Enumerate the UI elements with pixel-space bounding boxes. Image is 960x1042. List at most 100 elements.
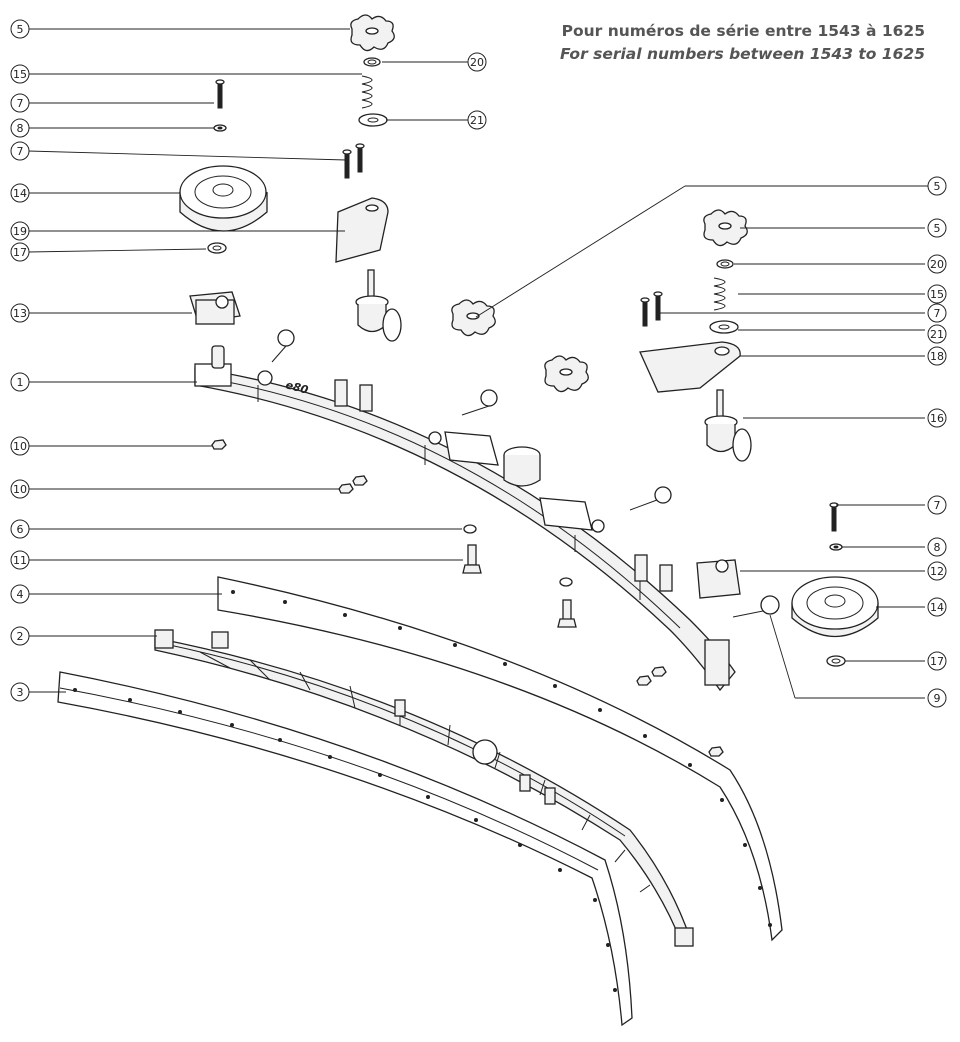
callout-circle: [10, 372, 30, 392]
callout-circle: [10, 64, 30, 84]
callout-circle: [467, 110, 487, 130]
part-4-rear-blade: [217, 576, 783, 942]
callout-20-21: 20: [927, 254, 947, 274]
callout-label: 5: [934, 222, 941, 235]
callout-circle: [927, 651, 947, 671]
callout-label: 17: [13, 246, 27, 259]
casters: [355, 269, 752, 462]
callout-label: 8: [17, 122, 24, 135]
part-3-front-blade: [57, 671, 633, 1027]
callout-circle: [10, 19, 30, 39]
callout-label: 5: [934, 180, 941, 193]
callout-circle: [10, 242, 30, 262]
callout-5-0: 5: [10, 19, 30, 39]
callout-circle: [10, 584, 30, 604]
callout-circle: [10, 436, 30, 456]
callout-5-19: 5: [927, 176, 947, 196]
callout-circle: [10, 183, 30, 203]
callout-circle: [927, 176, 947, 196]
callouts: 5 15 7 8 7 14 19 17 13 1 10 10 6 11 4 2 3 20 21 5 5 20 15 7 21 18…: [10, 19, 947, 708]
callout-20-17: 20: [467, 52, 487, 72]
callout-label: 7: [934, 499, 941, 512]
callout-label: 3: [17, 686, 24, 699]
title-french: Pour numéros de série entre 1543 à 1625: [561, 22, 925, 40]
callout-9-32: 9: [927, 688, 947, 708]
callout-circle: [927, 688, 947, 708]
callout-2-15: 2: [10, 626, 30, 646]
callout-circle: [10, 550, 30, 570]
callout-label: 10: [13, 483, 27, 496]
part-2-frame: [154, 629, 694, 947]
callout-label: 17: [930, 655, 944, 668]
callout-label: 21: [470, 114, 484, 127]
callout-label: 16: [930, 412, 944, 425]
callout-7-23: 7: [927, 303, 947, 323]
callout-7-27: 7: [927, 495, 947, 515]
callout-circle: [467, 52, 487, 72]
callout-11-13: 11: [10, 550, 30, 570]
callout-label: 18: [930, 350, 944, 363]
callout-label: 20: [470, 56, 484, 69]
callout-12-29: 12: [927, 561, 947, 581]
callout-circle: [10, 519, 30, 539]
callout-circle: [927, 495, 947, 515]
callout-circle: [927, 218, 947, 238]
callout-7-2: 7: [10, 93, 30, 113]
callout-label: 12: [930, 565, 944, 578]
title-english: For serial numbers between 1543 to 1625: [560, 45, 925, 63]
callout-label: 11: [13, 554, 27, 567]
callout-label: 2: [17, 630, 24, 643]
callout-label: 20: [930, 258, 944, 271]
callout-circle: [927, 597, 947, 617]
callout-18-25: 18: [927, 346, 947, 366]
knobs: [350, 14, 748, 393]
callout-label: 7: [17, 97, 24, 110]
callout-14-30: 14: [927, 597, 947, 617]
callout-circle: [927, 284, 947, 304]
callout-circle: [927, 537, 947, 557]
wheels: [179, 165, 879, 637]
callout-6-12: 6: [10, 519, 30, 539]
callout-circle: [10, 93, 30, 113]
bolts: [215, 79, 839, 532]
callout-10-11: 10: [10, 479, 30, 499]
callout-label: 4: [17, 588, 24, 601]
callout-label: 19: [13, 225, 27, 238]
callout-10-10: 10: [10, 436, 30, 456]
callout-17-7: 17: [10, 242, 30, 262]
callout-13-8: 13: [10, 303, 30, 323]
callout-label: 8: [934, 541, 941, 554]
part-1-main-body: e80: [194, 345, 736, 692]
callout-circle: [10, 626, 30, 646]
nuts-and-bolts: [211, 439, 724, 757]
callout-21-24: 21: [927, 324, 947, 344]
callout-circle: [927, 324, 947, 344]
callout-label: 1: [17, 376, 24, 389]
callout-circle: [10, 303, 30, 323]
callout-circle: [10, 141, 30, 161]
leader-lines: [27, 28, 925, 699]
callout-circle: [10, 479, 30, 499]
callout-label: 13: [13, 307, 27, 320]
callout-17-31: 17: [927, 651, 947, 671]
callout-label: 5: [17, 23, 24, 36]
callout-circle: [10, 221, 30, 241]
callout-label: 14: [13, 187, 27, 200]
callout-label: 6: [17, 523, 24, 536]
callout-circle: [10, 118, 30, 138]
pins: [271, 329, 780, 618]
callout-label: 21: [930, 328, 944, 341]
callout-label: 15: [13, 68, 27, 81]
part-marking: e80: [284, 378, 310, 397]
callout-circle: [927, 346, 947, 366]
callout-19-6: 19: [10, 221, 30, 241]
callout-15-22: 15: [927, 284, 947, 304]
callout-label: 15: [930, 288, 944, 301]
callout-label: 14: [930, 601, 944, 614]
holders: [189, 291, 741, 599]
callout-circle: [10, 682, 30, 702]
callout-14-5: 14: [10, 183, 30, 203]
callout-21-18: 21: [467, 110, 487, 130]
